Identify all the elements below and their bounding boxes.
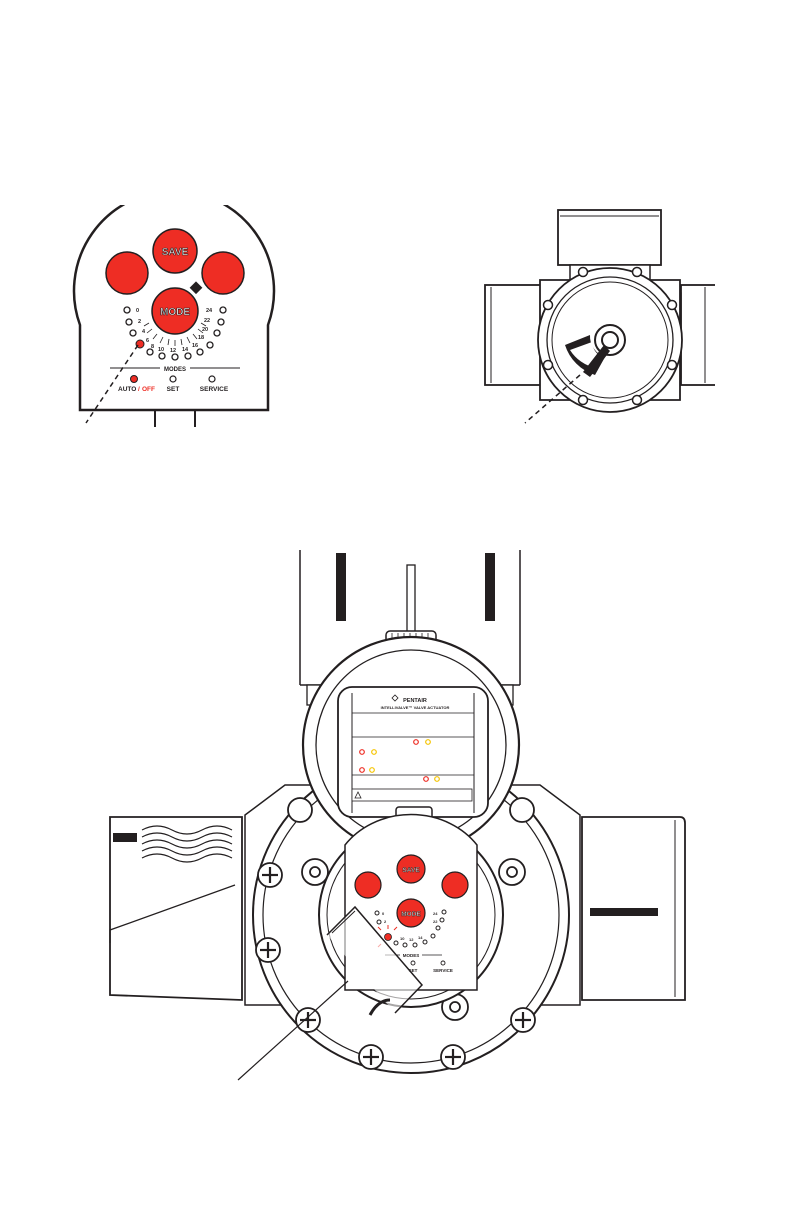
port-mark (113, 833, 137, 842)
dial-label: 8 (151, 344, 154, 350)
dial-label: 14 (418, 935, 423, 940)
set-led (170, 376, 176, 382)
mode-button-label: MODE (160, 307, 190, 318)
save-button-label: SAVE (402, 867, 420, 874)
dial-label: 12 (409, 937, 414, 942)
dial-label: 18 (198, 335, 204, 341)
pipe-mark (485, 553, 495, 621)
right-red-button[interactable] (442, 872, 468, 898)
slash-label: / (138, 386, 140, 393)
brand-label: PENTAIR (403, 698, 427, 704)
valve-top-port (558, 210, 661, 265)
dial-label: 10 (400, 936, 405, 941)
dial-label: 12 (170, 348, 176, 354)
right-red-button[interactable] (202, 252, 244, 294)
modes-heading: MODES (403, 953, 420, 958)
port-mark (590, 908, 658, 916)
dial-label: 22 (433, 919, 438, 924)
active-led (385, 934, 392, 941)
actuator-assembly: PENTAIR INTELLIVALVE™ VALVE ACTUATOR SAV… (100, 545, 700, 1085)
dial-label: 2 (138, 319, 141, 325)
product-label: INTELLIVALVE™ VALVE ACTUATOR (381, 705, 450, 710)
dial-label: 24 (206, 308, 213, 314)
auto-led (131, 376, 138, 383)
dial-label: 22 (204, 318, 210, 324)
service-label: SERVICE (433, 968, 453, 973)
dial-label: 0 (136, 308, 139, 314)
set-label: SET (167, 386, 180, 393)
dial-label: 14 (182, 347, 189, 353)
set-led (411, 961, 415, 965)
control-panel-closeup: SAVE MODE 0 2 4 6 8 10 12 14 16 18 20 22… (70, 205, 285, 430)
dial-label: 16 (192, 343, 198, 349)
save-button-label: SAVE (162, 247, 189, 258)
auto-label: AUTO (118, 386, 136, 393)
left-red-button[interactable] (106, 252, 148, 294)
off-label: OFF (142, 386, 155, 393)
dial-label: 24 (433, 911, 438, 916)
valve-right-port (681, 285, 715, 385)
left-red-button[interactable] (355, 872, 381, 898)
service-label: SERVICE (200, 386, 229, 393)
mode-button-label: MODE (401, 911, 421, 918)
dial-label: 6 (146, 338, 149, 344)
panel-stem (155, 410, 195, 427)
dial-label: 10 (158, 347, 164, 353)
service-led (209, 376, 215, 382)
modes-heading: MODES (164, 367, 186, 373)
service-led (441, 961, 445, 965)
valve-left-port (110, 817, 242, 1000)
valve-body-top-view (480, 205, 715, 430)
actuator-shaft (407, 565, 415, 633)
pipe-mark (336, 553, 346, 621)
valve-left-port (485, 285, 543, 385)
dial-label: 20 (202, 327, 208, 333)
